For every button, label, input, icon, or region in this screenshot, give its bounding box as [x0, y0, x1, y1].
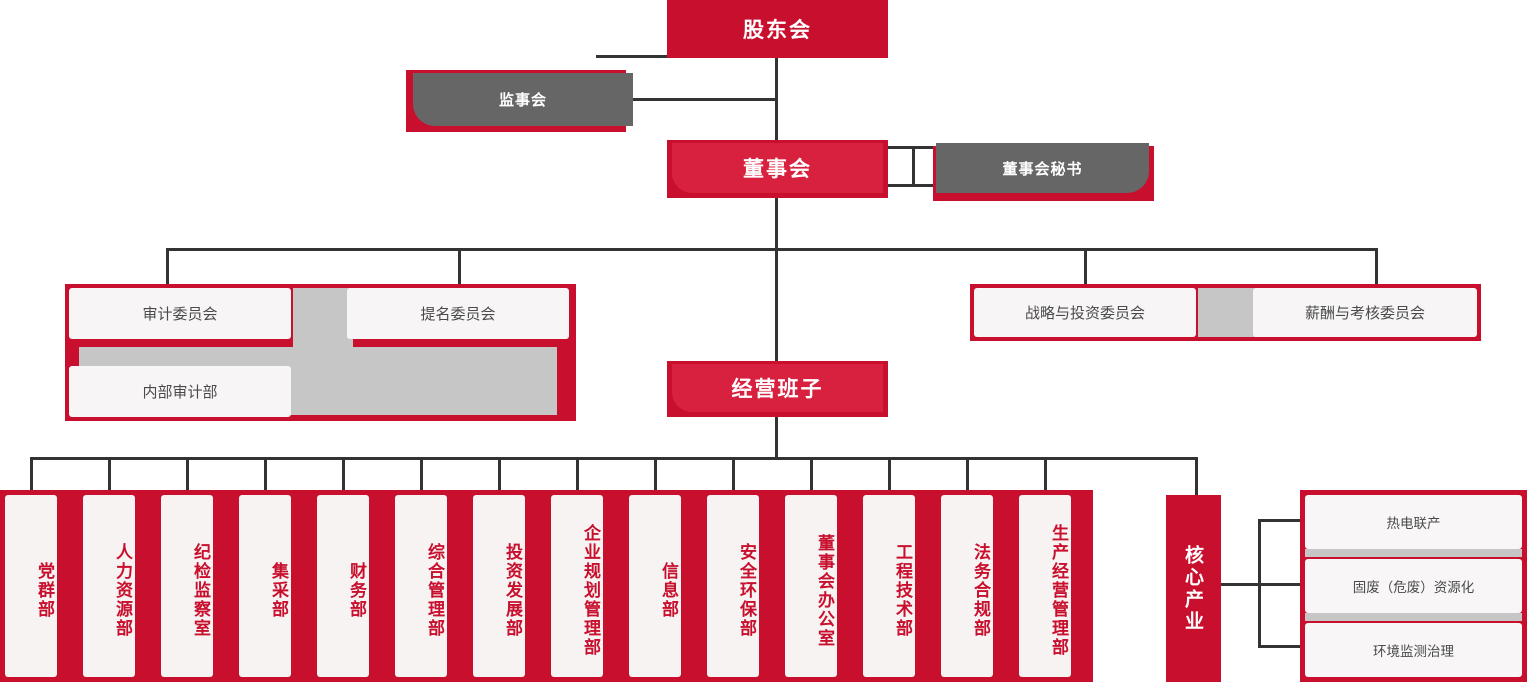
node-core-industry-item-2[interactable]: 固废（危废）资源化 — [1305, 559, 1522, 613]
node-core-industry-item-label: 热电联产 — [1386, 516, 1441, 532]
node-department-label: 企业规划管理部 — [580, 524, 600, 657]
connector-core-to-item-2 — [1258, 583, 1302, 586]
connector-drop-department-5 — [342, 457, 345, 495]
node-core-industry-item-label: 环境监测治理 — [1373, 644, 1454, 660]
connector-drop-department-4 — [264, 457, 267, 495]
connector-drop-department-8 — [576, 457, 579, 495]
node-department-label: 党群部 — [34, 562, 54, 619]
node-department-label: 纪检监察室 — [190, 543, 210, 638]
connector-drop-department-9 — [654, 457, 657, 495]
connector-drop-department-12 — [888, 457, 891, 495]
node-management-team-label: 经营班子 — [731, 377, 824, 401]
node-department-label: 财务部 — [346, 562, 366, 619]
node-department-label: 集采部 — [268, 562, 288, 619]
connector-drop-department-2 — [108, 457, 111, 495]
connector-drop-department-6 — [420, 457, 423, 495]
node-department-label: 董事会办公室 — [814, 533, 834, 648]
node-department-label: 综合管理部 — [424, 543, 444, 638]
filler-panel-right — [1198, 288, 1258, 337]
node-remuneration-assessment-committee[interactable]: 薪酬与考核委员会 — [1253, 288, 1477, 337]
node-department-8[interactable]: 企业规划管理部 — [551, 495, 603, 677]
node-board-of-supervisors[interactable]: 监事会 — [413, 73, 633, 126]
node-board-secretary[interactable]: 董事会秘书 — [936, 143, 1149, 193]
node-board-of-directors[interactable]: 董事会 — [672, 143, 883, 193]
connector-core-to-item-1 — [1258, 519, 1302, 522]
node-department-label: 法务合规部 — [970, 543, 990, 638]
connector-core-out — [1221, 583, 1261, 586]
node-shareholders-meeting[interactable]: 股东会 — [667, 0, 888, 58]
node-strategy-investment-committee-label: 战略与投资委员会 — [1024, 304, 1145, 322]
connector-drop-department-14 — [1044, 457, 1047, 495]
node-board-secretary-label: 董事会秘书 — [1002, 159, 1083, 178]
node-management-team[interactable]: 经营班子 — [672, 364, 883, 412]
node-department-10[interactable]: 安全环保部 — [707, 495, 759, 677]
node-nomination-committee-label: 提名委员会 — [420, 305, 496, 323]
connector-supervisors — [626, 98, 778, 101]
node-department-7[interactable]: 投资发展部 — [473, 495, 525, 677]
node-department-label: 安全环保部 — [736, 543, 756, 638]
node-department-label: 投资发展部 — [502, 543, 522, 638]
connector-secretary-bracket — [912, 146, 915, 187]
connector-drop-department-13 — [966, 457, 969, 495]
connector-drop-department-11 — [810, 457, 813, 495]
connector-drop-department-7 — [498, 457, 501, 495]
connector-secretary-top — [886, 146, 936, 149]
node-department-label: 工程技术部 — [892, 543, 912, 638]
node-board-of-directors-label: 董事会 — [743, 157, 812, 181]
node-internal-audit-department-label: 内部审计部 — [142, 383, 218, 401]
connector-core-to-item-3 — [1258, 645, 1302, 648]
node-core-industry-item-1[interactable]: 热电联产 — [1305, 495, 1522, 549]
node-remuneration-assessment-committee-label: 薪酬与考核委员会 — [1304, 304, 1425, 322]
node-department-4[interactable]: 集采部 — [239, 495, 291, 677]
connector-department-bus — [30, 457, 1198, 460]
node-department-label: 人力资源部 — [112, 543, 132, 638]
node-audit-committee-label: 审计委员会 — [142, 305, 218, 323]
connector-drop-core-industry — [1195, 457, 1198, 495]
core-separator-2 — [1305, 613, 1522, 621]
node-strategy-investment-committee[interactable]: 战略与投资委员会 — [974, 288, 1196, 337]
connector-drop-remuneration-committee — [1375, 248, 1378, 284]
connector-drop-department-10 — [732, 457, 735, 495]
node-shareholders-meeting-label: 股东会 — [743, 18, 812, 42]
node-board-of-supervisors-label: 监事会 — [498, 91, 547, 109]
connector-drop-department-1 — [30, 457, 33, 495]
node-department-12[interactable]: 工程技术部 — [863, 495, 915, 677]
node-department-11[interactable]: 董事会办公室 — [785, 495, 837, 677]
node-department-3[interactable]: 纪检监察室 — [161, 495, 213, 677]
connector-secretary-bottom — [886, 184, 936, 187]
connector-shareholders-to-board — [775, 58, 778, 173]
node-department-9[interactable]: 信息部 — [629, 495, 681, 677]
connector-drop-strategy-committee — [1084, 248, 1087, 284]
connector-management-down — [775, 417, 778, 458]
connector-spine-to-management — [775, 248, 778, 362]
node-department-14[interactable]: 生产经营管理部 — [1019, 495, 1071, 677]
connector-board-down — [775, 197, 778, 251]
connector-drop-department-3 — [186, 457, 189, 495]
node-core-industry-label: 核心产业 — [1182, 544, 1204, 633]
node-department-6[interactable]: 综合管理部 — [395, 495, 447, 677]
node-department-13[interactable]: 法务合规部 — [941, 495, 993, 677]
node-core-industry-item-3[interactable]: 环境监测治理 — [1305, 623, 1522, 677]
node-core-industry-item-label: 固废（危废）资源化 — [1352, 580, 1475, 596]
node-audit-committee[interactable]: 审计委员会 — [69, 288, 291, 339]
node-department-label: 信息部 — [658, 562, 678, 619]
node-department-label: 生产经营管理部 — [1048, 524, 1068, 657]
node-core-industry[interactable]: 核心产业 — [1166, 495, 1221, 682]
connector-drop-audit-committee — [166, 248, 169, 284]
core-separator-1 — [1305, 549, 1522, 557]
node-internal-audit-department[interactable]: 内部审计部 — [69, 366, 291, 417]
connector-committee-bus — [166, 248, 1378, 251]
connector-drop-nomination-committee — [458, 248, 461, 284]
node-department-1[interactable]: 党群部 — [5, 495, 57, 677]
node-nomination-committee[interactable]: 提名委员会 — [347, 288, 569, 339]
node-department-2[interactable]: 人力资源部 — [83, 495, 135, 677]
node-department-5[interactable]: 财务部 — [317, 495, 369, 677]
